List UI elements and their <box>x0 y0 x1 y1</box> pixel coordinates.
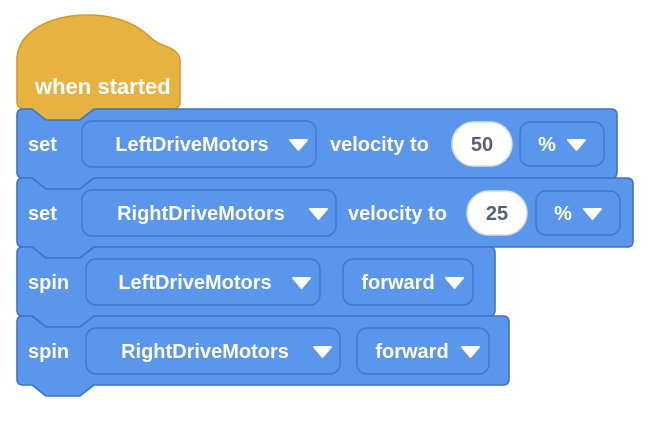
block-verb-label: spin <box>28 272 69 294</box>
unit-dropdown-value: % <box>538 134 556 156</box>
block-mid-label: velocity to <box>348 203 447 225</box>
unit-dropdown-value: % <box>554 203 572 225</box>
dropdown-arrow-icon <box>567 139 586 151</box>
direction-dropdown-value: forward <box>361 272 434 294</box>
velocity-value-input[interactable] <box>466 190 528 236</box>
velocity-value: 50 <box>471 134 493 156</box>
dropdown-arrow-icon <box>292 277 311 289</box>
dropdown-arrow-icon <box>289 139 308 151</box>
block-mid-label: velocity to <box>330 134 429 156</box>
block-spin-right: spin RightDriveMotors forward <box>16 315 510 397</box>
velocity-value: 25 <box>486 203 508 225</box>
dropdown-arrow-icon <box>583 208 602 220</box>
block-verb-label: set <box>28 134 57 156</box>
motor-dropdown-value: LeftDriveMotors <box>118 272 271 294</box>
block-verb-label: spin <box>28 341 69 363</box>
hat-block-shape[interactable] <box>16 14 181 121</box>
direction-dropdown-value: forward <box>375 341 448 363</box>
dropdown-arrow-icon <box>309 208 328 220</box>
block-verb-label: set <box>28 203 57 225</box>
motor-dropdown[interactable] <box>81 189 337 237</box>
dropdown-arrow-icon <box>313 346 332 358</box>
motor-dropdown-value: RightDriveMotors <box>117 203 285 225</box>
motor-dropdown[interactable] <box>81 120 317 168</box>
block-set-velocity-left: set LeftDriveMotors velocity to 50 % <box>16 108 618 190</box>
motor-dropdown[interactable] <box>85 327 341 375</box>
dropdown-arrow-icon <box>461 346 480 358</box>
direction-dropdown[interactable] <box>342 258 474 306</box>
motor-dropdown-value: LeftDriveMotors <box>115 134 268 156</box>
hat-block-when-started: when started <box>16 14 181 121</box>
velocity-value-input[interactable] <box>451 121 513 167</box>
block-spin-left: spin LeftDriveMotors forward <box>16 246 496 328</box>
block-shape[interactable] <box>16 315 510 397</box>
motor-dropdown-value: RightDriveMotors <box>121 341 289 363</box>
direction-dropdown[interactable] <box>356 327 490 375</box>
unit-dropdown[interactable] <box>519 121 605 167</box>
block-set-velocity-right: set RightDriveMotors velocity to 25 % <box>16 177 634 259</box>
hat-label: when started <box>34 74 171 99</box>
dropdown-arrow-icon <box>445 277 464 289</box>
unit-dropdown[interactable] <box>535 190 621 236</box>
motor-dropdown[interactable] <box>85 258 321 306</box>
